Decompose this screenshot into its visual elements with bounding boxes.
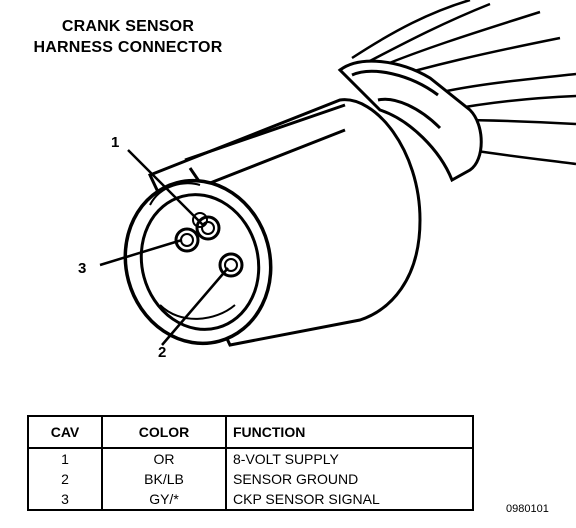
cell-cav: 2: [27, 469, 103, 489]
table-row: 1 OR 8-VOLT SUPPLY: [27, 448, 474, 469]
table-row: 3 GY/* CKP SENSOR SIGNAL: [27, 489, 474, 511]
pin-cavity-3: [174, 227, 200, 253]
cell-color: OR: [102, 448, 227, 469]
leader-line-pin-3: [99, 238, 183, 267]
table-row: 2 BK/LB SENSOR GROUND: [27, 469, 474, 489]
pin-label-1: 1: [111, 134, 120, 151]
leader-lines: [99, 149, 229, 346]
cell-color: GY/*: [102, 489, 227, 511]
header-color: COLOR: [102, 415, 227, 449]
connector-face: [123, 178, 273, 346]
figure-id: 0980101: [506, 503, 549, 515]
pin-label-3: 3: [78, 260, 87, 277]
cell-cav: 1: [27, 448, 103, 469]
title-line-2: HARNESS CONNECTOR: [33, 39, 223, 56]
pin-label-2: 2: [158, 344, 167, 361]
cell-cav: 3: [27, 489, 103, 511]
pin-cavity-1: [192, 212, 221, 241]
pinout-table: CAV COLOR FUNCTION 1 OR 8-VOLT SUPPLY 2 …: [27, 415, 474, 511]
header-cav: CAV: [27, 415, 103, 449]
cell-function: CKP SENSOR SIGNAL: [226, 489, 474, 511]
title-line-1: CRANK SENSOR: [61, 18, 195, 35]
header-function: FUNCTION: [226, 415, 474, 449]
diagram-title: CRANK SENSOR HARNESS CONNECTOR: [8, 16, 248, 58]
leader-line-pin-1: [127, 149, 205, 227]
cell-color: BK/LB: [102, 469, 227, 489]
cell-function: SENSOR GROUND: [226, 469, 474, 489]
cell-function: 8-VOLT SUPPLY: [226, 448, 474, 469]
table-header-row: CAV COLOR FUNCTION: [27, 415, 474, 449]
rear-latch: [337, 59, 483, 183]
leader-line-pin-2: [161, 267, 229, 346]
